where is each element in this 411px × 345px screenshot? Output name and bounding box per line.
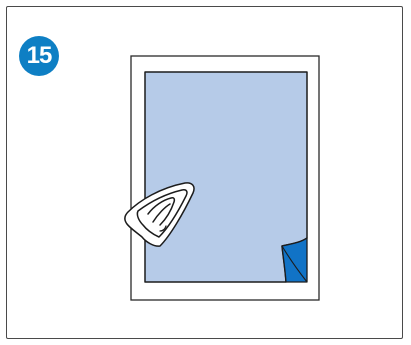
peeled-corner-icon (282, 238, 307, 282)
